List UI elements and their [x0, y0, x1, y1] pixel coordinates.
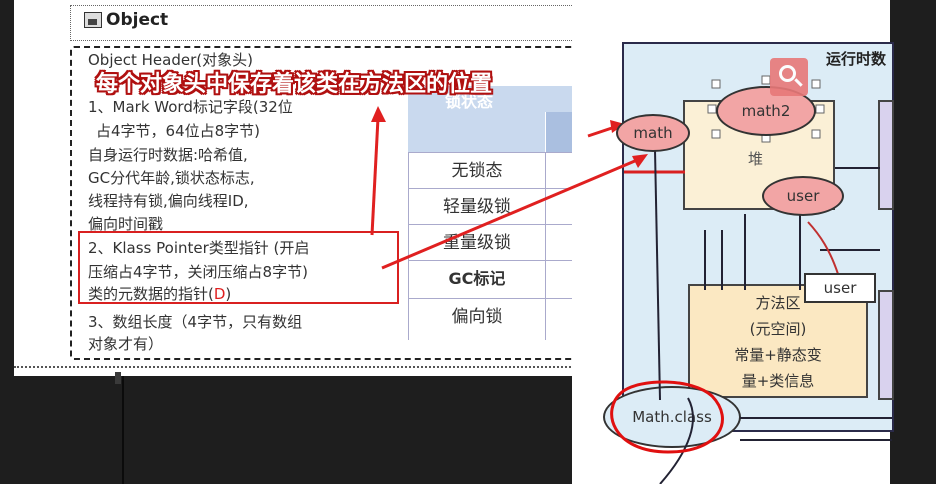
klass-pointer-line1: 2、Klass Pointer类型指针 (开启 — [88, 239, 310, 257]
table-row — [408, 152, 588, 188]
klass-to-math-arrow — [381, 156, 643, 270]
mark-word-line1: 1、Mark Word标记字段(32位 — [88, 98, 293, 116]
array-length-line2: 对象才有） — [88, 335, 164, 353]
selection-handle — [811, 79, 821, 89]
heap-label: 堆 — [748, 150, 764, 168]
mark-word-line3: 自身运行时数据:哈希值, — [88, 146, 248, 164]
panel-dotted-border — [14, 366, 587, 368]
klass-pointer-highlight-box — [78, 231, 399, 304]
selection-handle — [815, 104, 825, 114]
user-to-pill-arrow — [807, 221, 839, 275]
runtime-label: 运行时数 — [826, 50, 887, 68]
selection-handle — [761, 75, 771, 85]
method-area-line1: 方法区 — [755, 294, 801, 312]
lock-cell-lightweight: 轻量级锁 — [443, 197, 511, 217]
selection-handle — [711, 79, 721, 89]
lock-table-header-label: 锁状态 — [445, 92, 494, 111]
annotation-mark-d: D — [213, 285, 226, 303]
math-node: math — [616, 114, 690, 152]
lock-cell-no-lock: 无锁态 — [451, 161, 503, 181]
mark-word-line2: 占4字节，64位占8字节) — [96, 122, 261, 140]
lock-table-column-separator — [545, 152, 546, 340]
connector-math-class-down — [659, 397, 694, 484]
table-row — [408, 298, 588, 334]
dark-divider — [122, 376, 124, 484]
scrollbar-tab[interactable] — [115, 372, 121, 384]
method-area-box — [688, 284, 868, 398]
lock-cell-biased: 偏向锁 — [451, 307, 503, 327]
klass-to-caption-arrow — [370, 117, 380, 236]
klass-pointer-line2: 压缩占4字节，关闭压缩占8字节) — [88, 263, 308, 281]
table-row — [408, 224, 588, 260]
table-row — [408, 260, 588, 296]
right-dark-margin — [890, 0, 936, 484]
mark-word-line5: 线程持有锁,偏向线程ID, — [88, 192, 249, 210]
image-icon — [84, 12, 102, 28]
selection-handle — [707, 104, 717, 114]
mark-word-line4: GC分代年龄,锁状态标志, — [88, 169, 255, 187]
search-icon — [779, 65, 796, 82]
lock-cell-heavyweight: 重量级锁 — [443, 233, 511, 253]
klass-to-caption-arrowhead — [371, 106, 386, 122]
stack-box — [878, 100, 894, 210]
header-title: Object Header(对象头) — [88, 51, 253, 69]
user-pill-node: user — [762, 176, 844, 216]
table-row — [408, 188, 588, 224]
klass-pointer-line3: 类的元数据的指针(D) — [88, 285, 232, 303]
array-length-line1: 3、数组长度（4字节，只有数组 — [88, 313, 303, 331]
method-area-line4: 量+类信息 — [741, 372, 815, 390]
overlay-caption: 每个对象头中保存着该类在方法区的位置 — [96, 71, 493, 97]
mark-word-line6: 偏向时间戳 — [88, 215, 164, 233]
klass-to-math-arrowhead — [632, 154, 648, 168]
selection-handle — [711, 129, 721, 139]
search-icon-handle — [794, 78, 803, 87]
search-button[interactable] — [770, 58, 808, 96]
math-class-red-circle — [610, 380, 724, 454]
method-area-line2: (元空间) — [749, 320, 807, 338]
object-title: Object — [106, 10, 169, 30]
user-box-node: user — [804, 273, 876, 303]
method-area-line3: 常量+静态变 — [734, 346, 822, 364]
lock-cell-gc-mark: GC标记 — [448, 269, 506, 288]
connector-math-down — [654, 149, 661, 401]
stack-box-lower — [878, 290, 894, 400]
selection-handle — [811, 129, 821, 139]
